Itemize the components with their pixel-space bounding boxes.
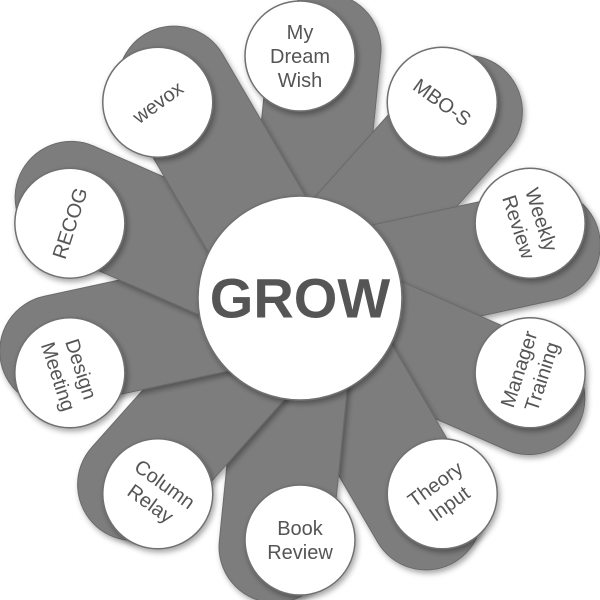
petal-circle [14, 167, 126, 279]
petal-circle [14, 317, 126, 429]
petal-circle [102, 438, 214, 550]
petal-circle [244, 0, 356, 112]
petal-circle [474, 167, 586, 279]
petal-label-line: Wish [278, 70, 322, 92]
petal-label-line: My [287, 22, 314, 44]
petal-node-4: ManagerTraining [474, 317, 586, 429]
center-circle [197, 195, 403, 401]
petal-circle [244, 484, 356, 596]
petal-circle [386, 438, 498, 550]
petal-node-10: wevox [102, 46, 214, 158]
petal-label-line: Book [277, 518, 324, 540]
petal-node-7: ColumnRelay [102, 438, 214, 550]
petal-node-2: MBO-S [386, 46, 498, 158]
petal-label-line: Dream [270, 46, 330, 68]
petal-label-line: Review [267, 542, 333, 564]
petal-node-8: DesignMeeting [14, 317, 126, 429]
center-hub: GROW [197, 195, 403, 401]
center-label: GROW [210, 267, 391, 330]
petal-circle [386, 46, 498, 158]
petal-node-9: RECOG [14, 167, 126, 279]
petal-circle [474, 317, 586, 429]
petal-node-3: WeeklyReview [474, 167, 586, 279]
petal-circle [102, 46, 214, 158]
petal-node-5: TheoryInput [386, 438, 498, 550]
